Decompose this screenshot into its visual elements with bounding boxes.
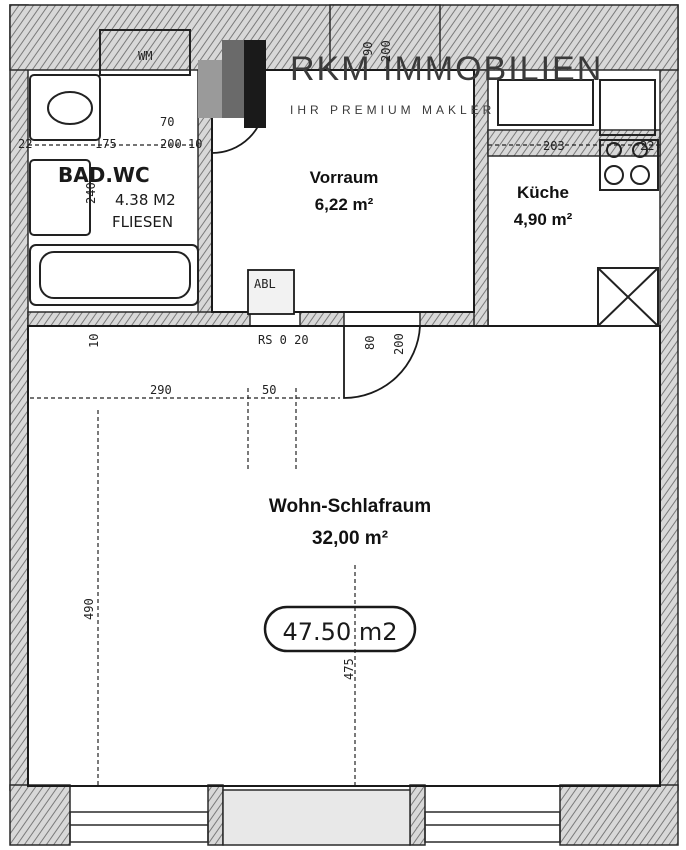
wohn-area: 32,00 m² [312, 528, 388, 549]
dim-240: 240 [84, 182, 98, 204]
dim-200b: 200 [379, 40, 393, 62]
dim-203: 203 [543, 139, 565, 153]
dim-22a: 22 [18, 137, 32, 151]
dim-475: 475 [342, 658, 356, 680]
kueche-area: 4,90 m² [514, 210, 573, 229]
dim-70: 70 [160, 115, 174, 129]
vorraum-name: Vorraum [310, 168, 379, 187]
windows-bottom [69, 811, 561, 843]
doors [211, 99, 421, 399]
dim-22b: 22 [640, 139, 654, 153]
bath-area: 4.38 M2 [115, 191, 176, 209]
dim-90top: 90 [361, 42, 375, 56]
brand-name: RKM IMMOBILIEN [290, 50, 603, 88]
dim-200c: 200 [392, 333, 406, 355]
dimension-lines [28, 144, 660, 785]
dim-490: 490 [82, 598, 96, 620]
brand-tagline: IHR PREMIUM MAKLER [290, 103, 495, 117]
washing-machine-icon [99, 29, 191, 76]
kitchen-cabinet-icon [599, 79, 656, 136]
dim-wm: WM [138, 49, 152, 63]
dimension-labels: 22 175 200 70 10 203 22 200 90 RS 0 20 8… [18, 40, 654, 680]
kitchen-sink-icon [497, 79, 594, 126]
dim-175: 175 [95, 137, 117, 151]
total-area: 47.50 m2 [283, 618, 398, 646]
dim-10a: 10 [188, 137, 202, 151]
toilet-bowl-icon [47, 91, 93, 125]
kitchen-fixtures [497, 79, 659, 327]
bath-floor: FLIESEN [112, 213, 173, 231]
distribution-box-icon [247, 269, 295, 315]
dim-rs: RS 0 20 [258, 333, 309, 347]
bath-label: BAD.WC 4.38 M2 FLIESEN [58, 163, 176, 231]
bath-name: BAD.WC [58, 163, 150, 187]
dim-10b: 10 [87, 334, 101, 348]
living-door-swing [343, 325, 421, 399]
dim-290: 290 [150, 383, 172, 397]
total-area-stamp: 47.50 m2 [263, 605, 417, 653]
bathroom-fixtures [29, 29, 199, 306]
dim-abl: ABL [254, 277, 276, 291]
interior-walls [27, 4, 661, 327]
stove-icon [599, 139, 659, 191]
dim-80: 80 [363, 336, 377, 350]
toilet-icon [29, 74, 101, 141]
fridge-icon [597, 267, 659, 327]
room-labels: Vorraum 6,22 m² Küche 4,90 m² Wohn-Schla… [269, 168, 573, 549]
wohn-name: Wohn-Schlafraum [269, 496, 431, 517]
dim-200a: 200 [160, 137, 182, 151]
kueche-name: Küche [517, 183, 569, 202]
vorraum-outline [211, 69, 475, 313]
outer-walls [9, 4, 679, 846]
dim-50: 50 [262, 383, 276, 397]
bathtub-icon [29, 244, 199, 306]
sink-icon [29, 159, 91, 236]
company-logo: RKM IMMOBILIEN IHR PREMIUM MAKLER [198, 40, 603, 128]
vorraum-area: 6,22 m² [315, 195, 374, 214]
